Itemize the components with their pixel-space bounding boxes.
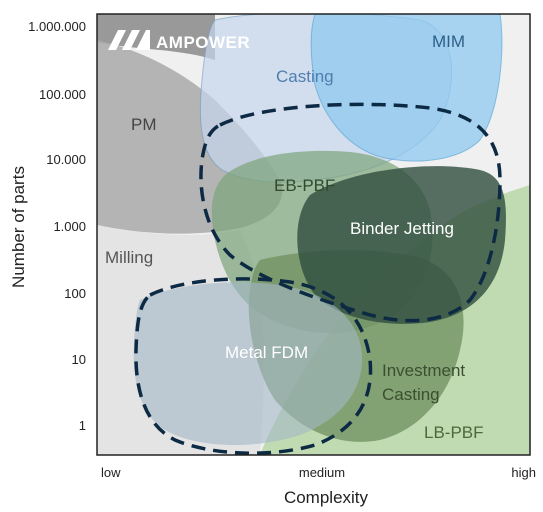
region-metal-fdm: [133, 282, 363, 446]
y-tick-label: 1: [79, 418, 86, 433]
plot-frame: [96, 13, 531, 456]
y-axis-title: Number of parts: [9, 166, 28, 288]
y-tick-label: 1.000.000: [28, 19, 86, 34]
y-tick-label: 100: [64, 286, 86, 301]
region-label-investment-casting: Investment Casting: [382, 361, 470, 404]
region-label-lb-pbf: LB-PBF: [424, 423, 484, 442]
y-axis: 1.000.000 100.000 10.000 1.000 100 10 1: [28, 19, 86, 433]
y-tick-label: 100.000: [39, 87, 86, 102]
region-pm-dark: [97, 14, 215, 60]
region-label-casting: Casting: [276, 67, 334, 86]
investment-casting-line: Casting: [382, 385, 440, 404]
region-label-metal-fdm: Metal FDM: [225, 343, 308, 362]
regions-layer: [97, 14, 530, 455]
ampower-logo: AMPOWER: [108, 30, 250, 52]
x-tick-label: low: [101, 465, 121, 480]
x-tick-label: medium: [299, 465, 345, 480]
y-tick-label: 10.000: [46, 152, 86, 167]
x-axis: low medium high: [101, 465, 536, 480]
region-label-binder-jetting: Binder Jetting: [350, 219, 454, 238]
region-label-mim: MIM: [432, 32, 465, 51]
metal-fdm-dashed-outline: [134, 277, 373, 455]
dashed-outlines: [134, 102, 502, 455]
y-tick-label: 1.000: [53, 219, 86, 234]
region-label-pm: PM: [131, 115, 157, 134]
x-tick-label: high: [511, 465, 536, 480]
region-binder-jetting: [297, 166, 506, 324]
brand-logo-text: AMPOWER: [156, 33, 250, 52]
region-label-eb-pbf: EB-PBF: [274, 176, 335, 195]
investment-casting-line: Investment: [382, 361, 465, 380]
ampower-logo-icon: [108, 30, 150, 50]
region-mim: [310, 14, 503, 162]
region-label-milling: Milling: [105, 248, 153, 267]
x-axis-title: Complexity: [284, 488, 369, 507]
eb-pbf-dashed-outline: [199, 102, 502, 323]
y-tick-label: 10: [72, 352, 86, 367]
